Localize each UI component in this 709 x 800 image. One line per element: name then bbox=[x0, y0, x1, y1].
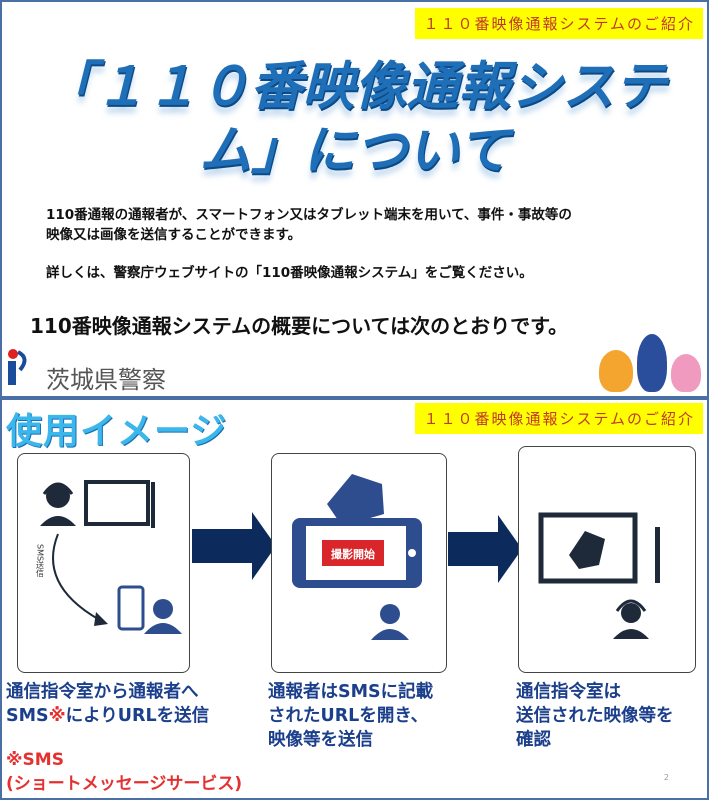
flow-arrow-1 bbox=[192, 512, 276, 580]
reporter-illustration: 撮影開始 bbox=[292, 474, 422, 640]
police-logo-icon bbox=[8, 349, 27, 385]
mascot-orange-icon bbox=[599, 350, 633, 392]
footnote-line-2: (ショートメッセージサービス) bbox=[6, 774, 243, 794]
title-line-2: ム」について bbox=[199, 121, 510, 181]
panel-reporter-sends: 撮影開始 bbox=[271, 453, 447, 673]
flow-arrow-2 bbox=[448, 515, 522, 583]
caption-2-line-3: 映像等を送信 bbox=[268, 730, 373, 750]
mascot-characters bbox=[599, 334, 701, 392]
arc-arrow-icon bbox=[52, 533, 99, 620]
reporter-icon bbox=[371, 604, 409, 640]
page-number: 2 bbox=[663, 773, 669, 782]
pen-icon bbox=[655, 527, 660, 583]
smartphone-icon bbox=[117, 585, 145, 631]
record-start-button bbox=[322, 540, 384, 566]
slide-intro bbox=[0, 0, 709, 398]
caption-url-text: によりURLを送信 bbox=[65, 706, 210, 726]
command-center-illustration bbox=[538, 512, 660, 639]
footnote-line-1: ※SMS bbox=[6, 750, 64, 770]
title-line-1: 「１１０番映像通報システ bbox=[42, 57, 667, 117]
monitor-icon bbox=[538, 512, 638, 584]
reporter-icon bbox=[144, 599, 182, 634]
mascot-officer-icon bbox=[637, 334, 667, 392]
overview-lead: 110番映像通報システムの概要については次のとおりです。 bbox=[30, 314, 569, 338]
sms-footnote: ※SMS (ショートメッセージサービス) bbox=[6, 748, 242, 796]
caption-2-line-1: 通報者はSMSに記載 bbox=[268, 682, 434, 702]
mascot-pink-icon bbox=[671, 354, 701, 392]
caption-1-line-1: 通信指令室から通報者へ bbox=[6, 682, 199, 702]
record-start-label: 撮影開始 bbox=[331, 547, 375, 561]
description: 110番通報の通報者が、スマートフォン又はタブレット端末を用いて、事件・事故等の… bbox=[46, 205, 572, 245]
caption-3-line-1: 通信指令室は bbox=[516, 682, 621, 702]
car-crash-icon bbox=[327, 474, 384, 526]
pen-icon bbox=[151, 482, 155, 528]
caption-sms: SMS bbox=[6, 706, 49, 726]
description-line-2: 映像又は画像を送信することができます。 bbox=[46, 227, 302, 243]
sms-arc-label: SMS送信 bbox=[36, 544, 45, 578]
intro-tag: １１０番映像通報システムのご紹介 bbox=[415, 8, 703, 39]
monitor-icon bbox=[84, 480, 150, 526]
caption-2-line-2: されたURLを開き、 bbox=[268, 706, 429, 726]
reference-text: 詳しくは、警察庁ウェブサイトの「110番映像通報システム」をご覧ください。 bbox=[46, 265, 533, 281]
panel-command-center bbox=[518, 446, 696, 673]
operator-icon bbox=[613, 599, 649, 639]
usage-tag: １１０番映像通報システムのご紹介 bbox=[415, 403, 703, 434]
caption-3-line-2: 送信された映像等を bbox=[516, 706, 674, 726]
car-crash-icon bbox=[569, 531, 605, 569]
caption-1-line-2: SMS※によりURLを送信 bbox=[6, 704, 209, 728]
caption-3-line-3: 確認 bbox=[516, 730, 551, 750]
caption-step-2: 通報者はSMSに記載 されたURLを開き、 映像等を送信 bbox=[268, 680, 433, 752]
page-title: 「１１０番映像通報システ ム」について bbox=[5, 55, 704, 183]
sms-flow-illustration: SMS送信 bbox=[36, 480, 182, 634]
caption-step-1: 通信指令室から通報者へ SMS※によりURLを送信 bbox=[6, 680, 209, 728]
caption-step-3: 通信指令室は 送信された映像等を 確認 bbox=[516, 680, 674, 752]
panel-send-sms: SMS送信 bbox=[17, 453, 190, 673]
description-line-1: 110番通報の通報者が、スマートフォン又はタブレット端末を用いて、事件・事故等の bbox=[46, 207, 572, 223]
operator-icon bbox=[40, 482, 76, 526]
organization-name: 茨城県警察 bbox=[46, 366, 166, 394]
footnote-mark: ※ bbox=[48, 706, 66, 726]
usage-title: 使用イメージ bbox=[6, 411, 228, 452]
